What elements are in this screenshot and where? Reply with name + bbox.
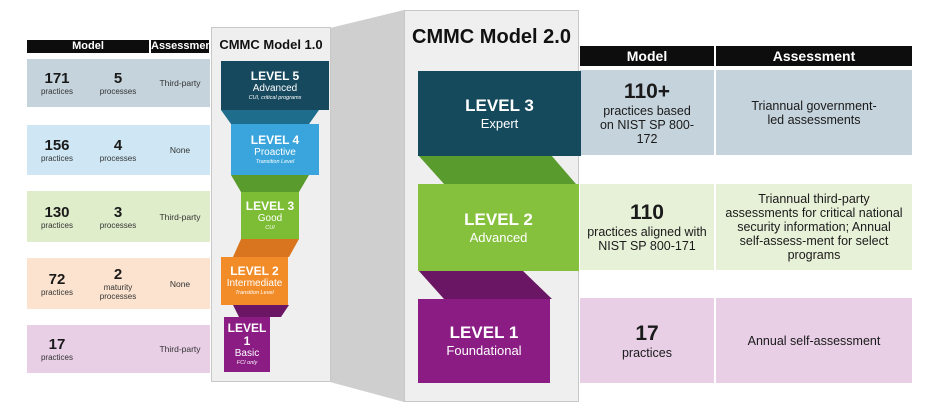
practices-count: 72	[48, 270, 66, 288]
processes-label: processes	[99, 220, 137, 230]
practices-label: practices	[40, 353, 73, 362]
step-shade-3-2	[233, 239, 299, 257]
level-name: LEVEL 3	[245, 198, 295, 213]
processes-count: 2	[113, 266, 123, 283]
model2-staircase	[418, 155, 576, 299]
model2-assessment-cell-level1: Annual self-assessment	[747, 333, 881, 348]
practices-count: 156	[44, 137, 70, 154]
level-tag: CUI, critical programs	[248, 94, 302, 101]
practices-label: practices	[40, 287, 73, 297]
level-desc: Intermediate	[226, 278, 283, 289]
processes-count: 3	[113, 203, 123, 221]
left-row-2: 156 practices 4 processes None	[27, 125, 210, 175]
level-name: LEVEL 2	[230, 264, 279, 278]
model2-assessment-header: Assessment	[716, 46, 912, 66]
level-desc: Good	[257, 212, 283, 224]
left-assessment-header: Assessment	[151, 40, 216, 53]
practice-count: 17	[635, 321, 659, 345]
left-row-1: 171 practices 5 processes Third-party	[27, 59, 210, 107]
column-divider	[714, 70, 716, 155]
level-desc: Advanced	[469, 229, 528, 245]
practice-description: practices	[621, 345, 673, 360]
processes-label: maturity processes	[99, 283, 137, 301]
practices-label: practices	[40, 154, 73, 163]
model2-level2: LEVEL 2 Advanced	[418, 184, 579, 271]
practices-count: 17	[48, 336, 66, 353]
practices-label: practices	[40, 87, 73, 96]
model1-level4: LEVEL 4 Proactive Transition Level	[231, 124, 319, 175]
model2-assessment-cell-level3: Triannual government-led assessments	[751, 98, 877, 127]
assessment-value: None	[169, 278, 191, 289]
step-shade-4-3	[231, 175, 309, 192]
assessment-value: Third-party	[159, 78, 201, 88]
level-name: LEVEL 3	[465, 95, 534, 115]
level-tag: Transition Level	[255, 158, 295, 165]
model2-model-header: Model	[580, 46, 714, 66]
left-row-5: 17 practices Third-party	[27, 325, 210, 373]
model1-staircase	[221, 110, 319, 317]
model2-level1: LEVEL 1 Foundational	[418, 299, 550, 383]
assessment-value: None	[169, 145, 191, 155]
step-shade-5-4	[221, 110, 319, 124]
level-desc: Expert	[480, 115, 519, 131]
practices-count: 171	[44, 70, 70, 87]
processes-count: 4	[113, 137, 123, 154]
level-desc: Advanced	[252, 82, 298, 94]
processes-count: 5	[113, 70, 123, 87]
step-shade-3-2	[418, 155, 576, 184]
level-desc: Foundational	[446, 343, 522, 358]
practices-label: practices	[40, 220, 73, 230]
level-desc: Basic	[234, 348, 260, 359]
level-desc: Proactive	[254, 146, 296, 158]
model1-level3: LEVEL 3 Good CUI	[241, 192, 299, 239]
practice-description: practices aligned with NIST SP 800-171	[587, 225, 707, 253]
left-model-header: Model	[27, 40, 149, 53]
model2-model-cell-level2: 110 practices aligned with NIST SP 800-1…	[580, 184, 714, 270]
practices-count: 130	[44, 203, 70, 221]
level-name: LEVEL 2	[464, 209, 533, 229]
processes-label: processes	[99, 154, 137, 163]
model2-title: CMMC Model 2.0	[412, 26, 571, 48]
level-name: LEVEL 5	[250, 68, 300, 83]
level-name: LEVEL 1	[227, 321, 267, 348]
practice-description: practices based on NIST SP 800-172	[599, 103, 695, 146]
step-shade-2-1	[418, 270, 552, 299]
model2-model-cell-level3: 110+ practices based on NIST SP 800-172	[580, 70, 714, 155]
assessment-value: Third-party	[159, 344, 201, 354]
assessment-value: Third-party	[159, 211, 201, 222]
model1-level2: LEVEL 2 Intermediate Transition Level	[221, 257, 288, 305]
model2-row-level1	[580, 298, 912, 383]
practice-count: 110+	[623, 79, 671, 103]
step-shade-2-1	[233, 305, 289, 317]
model1-level1: LEVEL 1 Basic FCI only	[224, 317, 270, 372]
model2-row-level3	[580, 70, 912, 155]
processes-label: processes	[99, 87, 137, 96]
model2-model-cell-level1: 17 practices	[580, 298, 714, 383]
column-divider	[714, 184, 716, 270]
practice-count: 110	[630, 201, 664, 224]
model2-row-level2	[580, 184, 912, 270]
level-name: LEVEL 4	[250, 132, 300, 147]
left-row-4: 72 practices 2 maturity processes None	[27, 258, 210, 309]
left-row-3: 130 practices 3 processes Third-party	[27, 191, 210, 242]
level-tag: FCI only	[236, 360, 258, 366]
model1-level5: LEVEL 5 Advanced CUI, critical programs	[221, 61, 329, 110]
model1-title: CMMC Model 1.0	[219, 37, 323, 52]
level-tag: Transition Level	[235, 290, 274, 296]
model2-assessment-cell-level2: Triannual third-party assessments for cr…	[725, 192, 903, 262]
level-tag: CUI	[265, 224, 275, 231]
column-divider	[714, 298, 716, 383]
model2-level3: LEVEL 3 Expert	[418, 71, 581, 156]
level-name: LEVEL 1	[449, 323, 519, 342]
